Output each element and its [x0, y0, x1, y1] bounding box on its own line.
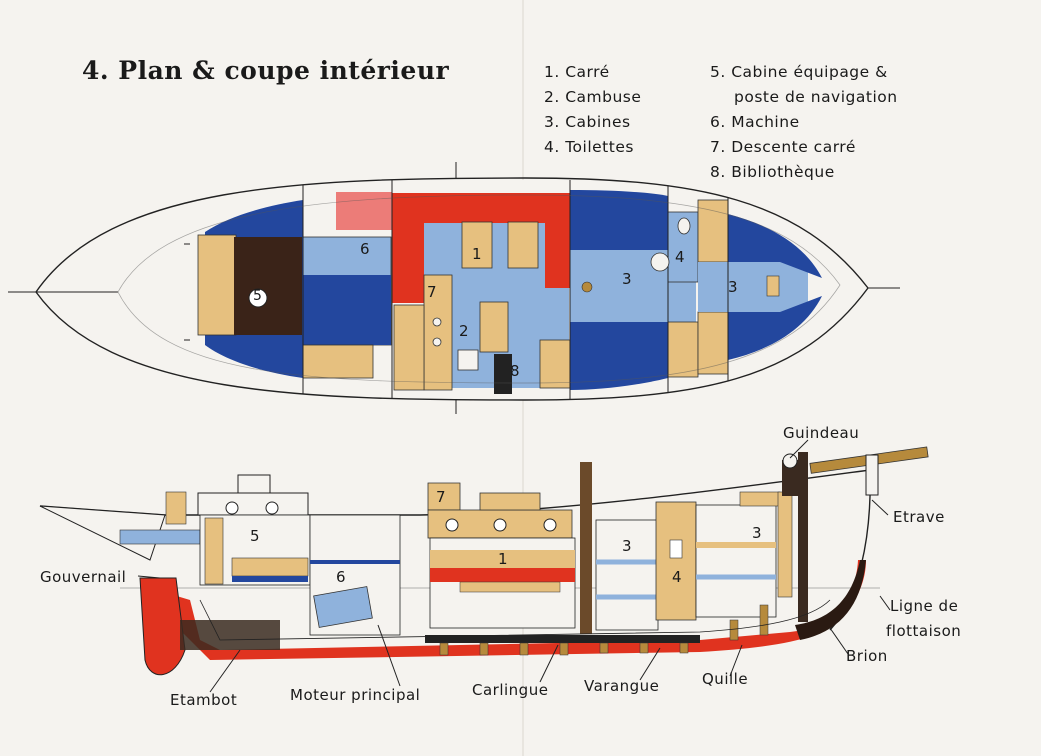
section-number-3b: 3: [752, 524, 763, 542]
legend-item-descente: 7. Descente carré: [710, 138, 856, 156]
crew-cabin-marker: [248, 288, 268, 308]
legend-item-cabine-equipage: 5. Cabine équipage &: [710, 63, 888, 81]
label-etrave: Etrave: [893, 508, 945, 526]
toilet-section: [655, 501, 697, 621]
plan-number-1: 1: [472, 245, 483, 263]
mast: [580, 462, 592, 634]
label-varangue: Varangue: [584, 677, 660, 695]
section-number-3a: 3: [622, 537, 633, 555]
fore-cabin-floor: [698, 262, 808, 312]
mast-step: [581, 281, 593, 293]
fore-berth-top: [728, 214, 822, 278]
page-title: 4. Plan & coupe intérieur: [82, 56, 450, 85]
saloon-red-right: [545, 193, 570, 288]
legend-item-machine: 6. Machine: [710, 113, 800, 131]
plan-number-3a: 3: [622, 270, 633, 288]
legend-item-carre: 1. Carré: [544, 63, 610, 81]
aft-deckhouse: [197, 492, 309, 516]
pink-locker: [336, 192, 392, 230]
section-number-7: 7: [436, 488, 447, 506]
label-etambot: Etambot: [170, 691, 238, 709]
main-engine: [313, 586, 373, 628]
crew-cabin-floor: [234, 237, 302, 335]
label-guindeau: Guindeau: [783, 424, 860, 442]
saloon-skylight: [479, 492, 541, 511]
stove: [457, 349, 479, 371]
sternpost-fill: [180, 620, 280, 650]
plan-number-6: 6: [360, 240, 371, 258]
label-ligne-de: Ligne de: [890, 597, 959, 615]
floors: [439, 604, 769, 656]
legend-item-poste-navigation: poste de navigation: [734, 88, 898, 106]
fore-berth-bottom: [728, 296, 822, 360]
saloon-red-left: [392, 193, 424, 303]
label-carlingue: Carlingue: [472, 681, 549, 699]
section-number-6: 6: [336, 568, 347, 586]
sink: [432, 337, 442, 347]
forefoot: [795, 560, 866, 640]
plan-number-5: 5: [253, 288, 263, 304]
windlass: [782, 460, 798, 496]
bow-fitting: [865, 454, 879, 496]
sink: [432, 317, 442, 327]
library-shelf: [494, 354, 512, 394]
galley-island: [479, 301, 509, 353]
fwd-cabin-berth-bottom: [570, 322, 668, 390]
section-number-5: 5: [250, 527, 261, 545]
wheel-post: [165, 491, 187, 525]
aft-hatch: [237, 474, 271, 494]
fwd-cabin-section: [595, 519, 659, 631]
fore-locker: [766, 275, 780, 297]
label-gouvernail: Gouvernail: [40, 568, 127, 586]
saloon-table-left: [461, 221, 493, 269]
legend-item-cabines: 3. Cabines: [544, 113, 631, 131]
plan-number-7: 7: [427, 283, 438, 301]
engine-berth: [303, 275, 391, 345]
fwd-locker-a: [667, 321, 699, 378]
plan-number-2: 2: [459, 322, 470, 340]
section-number-1: 1: [498, 550, 509, 568]
legend-left: 1. Carré 2. Cambuse 3. Cabines 4. Toilet…: [544, 60, 641, 160]
stair-steps: [393, 304, 425, 391]
keelson: [425, 635, 700, 643]
rudder: [139, 577, 186, 676]
fore-cabin-section: [695, 504, 777, 618]
section-number-4: 4: [672, 568, 683, 586]
saloon-table-right: [507, 221, 539, 269]
label-brion: Brion: [846, 647, 888, 665]
stem-post: [798, 452, 808, 622]
plan-deck-line: [117, 194, 841, 384]
plan-number-3b: 3: [728, 278, 739, 296]
label-moteur-principal: Moteur principal: [290, 686, 421, 704]
label-flottaison: flottaison: [886, 622, 962, 640]
plan-hull-outline: [35, 177, 869, 401]
legend-item-toilettes: 4. Toilettes: [544, 138, 634, 156]
fwd-cabin-berth-top: [570, 190, 668, 250]
stern-step: [119, 529, 201, 545]
galley-locker: [539, 339, 571, 389]
plan-interior: [190, 180, 868, 400]
legend-right: 5. Cabine équipage & poste de navigation…: [710, 60, 898, 185]
toilet-bowl: [677, 217, 691, 235]
plan-number-4: 4: [675, 248, 686, 266]
galley-counter: [423, 274, 453, 391]
washbasin: [650, 252, 670, 272]
label-quille: Quille: [702, 670, 749, 688]
legend-item-bibliotheque: 8. Bibliothèque: [710, 163, 835, 181]
plan-number-8: 8: [510, 362, 521, 380]
legend-item-cambuse: 2. Cambuse: [544, 88, 642, 106]
aft-locker: [197, 234, 237, 336]
